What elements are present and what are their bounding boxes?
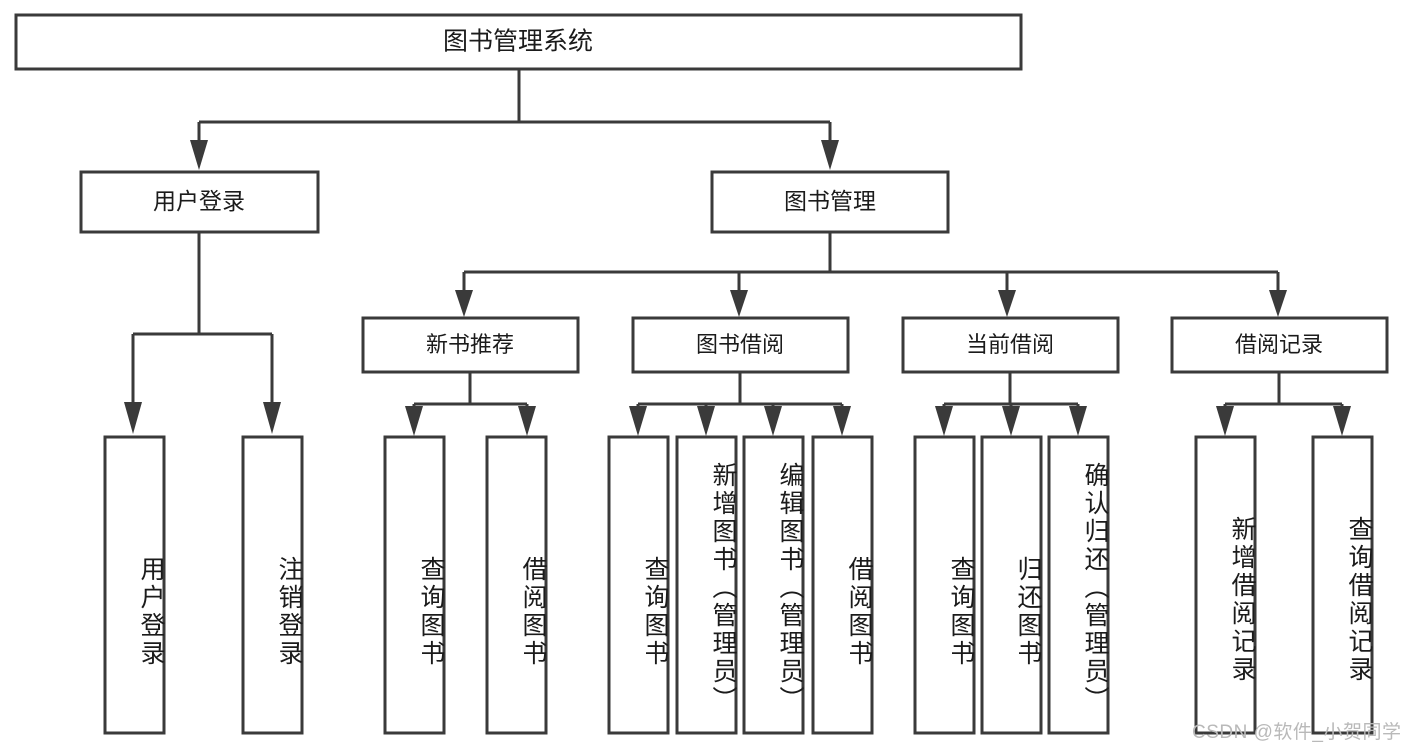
leaf-box-recommend-2[interactable]: [485, 435, 548, 735]
node-borrow-record[interactable]: 借阅记录: [1170, 316, 1389, 374]
arrow-current-c1: [935, 406, 953, 436]
csdn-watermark: CSDN @软件_小贺同学: [1192, 722, 1402, 743]
leaf-box-recommend-1[interactable]: [383, 435, 446, 735]
node-current-borrow[interactable]: 当前借阅: [901, 316, 1120, 374]
arrow-record-c2: [1333, 406, 1351, 436]
node-book-management-label: 图书管理: [784, 188, 876, 214]
arrow-recommend-c2: [518, 406, 536, 436]
node-borrow-record-box[interactable]: [1170, 316, 1389, 374]
leaf-box-record-1[interactable]: [1194, 435, 1257, 735]
arrow-recommend-c1: [405, 406, 423, 436]
node-book-borrow-label: 图书借阅: [696, 332, 784, 357]
leaf-box-bookborrow-4[interactable]: [811, 435, 874, 735]
arrow-root-to-login: [190, 140, 208, 170]
arrow-manage-c2: [730, 290, 748, 317]
arrow-borrow-c2: [697, 406, 715, 436]
leaf-box-bookborrow-1[interactable]: [607, 435, 670, 735]
arrow-login-child1: [124, 402, 142, 434]
arrow-manage-c4: [1269, 290, 1287, 317]
arrow-current-c3: [1069, 406, 1087, 436]
leaf-box-bookborrow-3[interactable]: [742, 435, 805, 735]
leaf-box-currentborrow-3[interactable]: [1047, 435, 1110, 735]
node-new-book-recommend[interactable]: 新书推荐: [361, 316, 580, 374]
node-book-management-box[interactable]: [710, 170, 950, 234]
node-root-box[interactable]: [14, 13, 1023, 71]
node-book-borrow-box[interactable]: [631, 316, 850, 374]
leaf-box-currentborrow-1[interactable]: [913, 435, 976, 735]
arrow-root-to-manage: [821, 140, 839, 170]
node-root[interactable]: 图书管理系统: [14, 13, 1023, 71]
arrow-current-c2: [1002, 406, 1020, 436]
arrow-borrow-c1: [629, 406, 647, 436]
node-root-label: 图书管理系统: [443, 28, 593, 56]
leaf-box-user-login-2[interactable]: [241, 435, 304, 735]
node-book-borrow[interactable]: 图书借阅: [631, 316, 850, 374]
node-new-book-recommend-box[interactable]: [361, 316, 580, 374]
node-current-borrow-label: 当前借阅: [966, 332, 1054, 357]
arrow-login-child2: [263, 402, 281, 434]
leaf-box-record-2[interactable]: [1311, 435, 1374, 735]
leaf-box-currentborrow-2[interactable]: [980, 435, 1043, 735]
node-user-login-label: 用户登录: [153, 188, 245, 214]
node-new-book-recommend-label: 新书推荐: [426, 332, 514, 357]
node-current-borrow-box[interactable]: [901, 316, 1120, 374]
node-user-login[interactable]: 用户登录: [79, 170, 320, 234]
leaf-box-bookborrow-2[interactable]: [675, 435, 738, 735]
arrow-borrow-c4: [833, 406, 851, 436]
arrow-record-c1: [1216, 406, 1234, 436]
node-book-management[interactable]: 图书管理: [710, 170, 950, 234]
leaf-box-user-login-1[interactable]: [103, 435, 166, 735]
arrow-manage-c3: [998, 290, 1016, 317]
arrow-manage-c1: [455, 290, 473, 317]
arrow-borrow-c3: [764, 406, 782, 436]
node-borrow-record-label: 借阅记录: [1235, 332, 1323, 357]
